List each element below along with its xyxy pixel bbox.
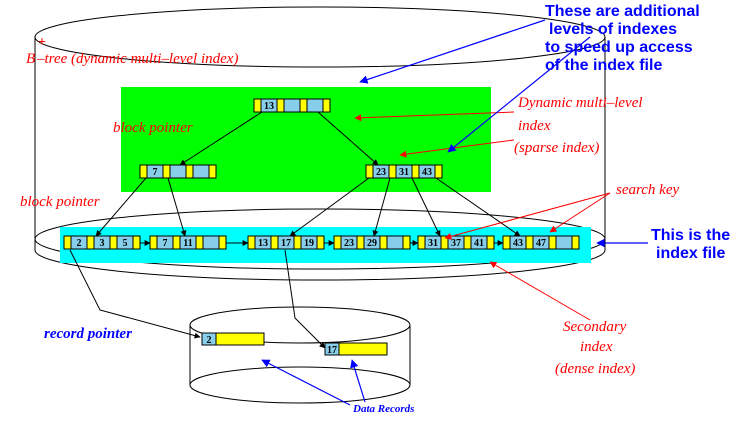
leaf-node-key: 2 bbox=[77, 238, 82, 249]
leaf-node-pointer bbox=[63, 235, 72, 250]
leaf-node-pointer bbox=[525, 235, 534, 250]
title-plus: + bbox=[38, 35, 46, 50]
additional-levels-line1: These are additional bbox=[545, 3, 700, 20]
secondary-label-line1: Secondary bbox=[563, 319, 627, 335]
tree-edges bbox=[69, 111, 521, 349]
record-pointer-label: record pointer bbox=[44, 326, 132, 342]
block-pointer-label-1: block pointer bbox=[113, 120, 193, 136]
level2-left-node-pointer bbox=[139, 164, 148, 179]
level2-right-node-pointer bbox=[411, 164, 420, 179]
record-data-cell bbox=[338, 342, 388, 356]
data-records: 2 17 bbox=[201, 332, 388, 356]
level2-left-node-pointer bbox=[185, 164, 194, 179]
leaf-node-pointer bbox=[109, 235, 118, 250]
leaf-node-pointer bbox=[486, 235, 495, 250]
block-pointer-label-2: block pointer bbox=[20, 194, 100, 210]
dynamic-label-line3: (sparse index) bbox=[514, 140, 599, 156]
leaf-node-pointer bbox=[417, 235, 426, 250]
leaf-node-pointer bbox=[316, 235, 325, 250]
additional-levels-line3: to speed up access bbox=[545, 39, 693, 56]
leaf-node-pointer bbox=[218, 235, 227, 250]
level2-right-node-key: 23 bbox=[376, 167, 386, 178]
record-key: 2 bbox=[207, 335, 212, 346]
level2-left-node-pointer bbox=[162, 164, 171, 179]
root-node-pointer bbox=[322, 98, 331, 113]
leaf-node-key: 3 bbox=[100, 238, 105, 249]
leaf-node-key: 17 bbox=[281, 238, 291, 249]
leaf-node-pointer bbox=[463, 235, 472, 250]
root-node-key-cell bbox=[306, 98, 324, 113]
leaf-node-key-cell bbox=[386, 235, 404, 250]
level2-right-node-pointer bbox=[388, 164, 397, 179]
leaf-node-pointer bbox=[270, 235, 279, 250]
record-key: 17 bbox=[327, 345, 337, 356]
record-data-cell bbox=[215, 332, 265, 346]
search-key-label: search key bbox=[616, 182, 679, 198]
level2-left-node-key-cell bbox=[169, 164, 187, 179]
level2-right-node-pointer bbox=[434, 164, 443, 179]
leaf-node-pointer bbox=[132, 235, 141, 250]
data-records-cylinder bbox=[189, 306, 411, 404]
level2-right-node-key: 31 bbox=[399, 167, 409, 178]
leaf-node-pointer bbox=[195, 235, 204, 250]
leaf-node-key-cell bbox=[555, 235, 573, 250]
dynamic-label-line2: index bbox=[518, 118, 551, 134]
dynamic-label-line1: Dynamic multi–level bbox=[517, 95, 643, 111]
leaf-node-pointer bbox=[502, 235, 511, 250]
leaf-node-key: 37 bbox=[451, 238, 461, 249]
leaf-node-key: 23 bbox=[344, 238, 354, 249]
leaf-node-key: 13 bbox=[258, 238, 268, 249]
root-node-key: 13 bbox=[264, 101, 274, 112]
leaf-node-pointer bbox=[293, 235, 302, 250]
leaf-node-pointer bbox=[172, 235, 181, 250]
leaf-node-key: 7 bbox=[163, 238, 168, 249]
level2-right-node-pointer bbox=[365, 164, 374, 179]
leaf-node-pointer bbox=[402, 235, 411, 250]
additional-levels-line2: levels of indexes bbox=[549, 21, 677, 38]
leaf-node-key: 43 bbox=[513, 238, 523, 249]
leaf-node-pointer bbox=[149, 235, 158, 250]
leaf-node-key: 47 bbox=[536, 238, 546, 249]
root-node-pointer bbox=[276, 98, 285, 113]
leaf-node-pointer bbox=[379, 235, 388, 250]
level2-left-node-key-cell bbox=[192, 164, 210, 179]
level2-left-node-pointer bbox=[208, 164, 217, 179]
leaf-node-pointer bbox=[571, 235, 580, 250]
leaf-node-pointer bbox=[356, 235, 365, 250]
leaf-node-key: 31 bbox=[428, 238, 438, 249]
leaf-node-key-cell bbox=[202, 235, 220, 250]
index-file-cylinder bbox=[34, 6, 606, 281]
index-file-label-line1: This is the bbox=[651, 227, 730, 244]
leaf-node-key: 29 bbox=[367, 238, 377, 249]
root-node-pointer bbox=[299, 98, 308, 113]
title-text: –tree (dynamic multi–level index) bbox=[36, 51, 238, 67]
leaf-node-pointer bbox=[247, 235, 256, 250]
leaf-node-pointer bbox=[333, 235, 342, 250]
root-node: 13 bbox=[253, 98, 331, 113]
level2-left-node-key: 7 bbox=[153, 167, 158, 178]
level2-left-node: 7 bbox=[139, 164, 217, 179]
leaf-node-key: 5 bbox=[123, 238, 128, 249]
leaf-node-pointer bbox=[86, 235, 95, 250]
level2-right-node: 23 31 43 bbox=[365, 164, 443, 179]
leaf-node-pointer bbox=[548, 235, 557, 250]
leaf-level-ellipse bbox=[34, 208, 606, 270]
root-node-key-cell bbox=[283, 98, 301, 113]
leaf-node-key: 19 bbox=[304, 238, 314, 249]
leaf-node-key: 11 bbox=[183, 238, 192, 249]
root-node-pointer bbox=[253, 98, 262, 113]
data-records-label: Data Records bbox=[352, 403, 414, 415]
secondary-label-line2: index bbox=[580, 339, 613, 355]
title-b: B bbox=[26, 51, 35, 67]
secondary-label-line3: (dense index) bbox=[555, 361, 635, 377]
level2-right-node-key: 43 bbox=[422, 167, 432, 178]
additional-levels-line4: of the index file bbox=[545, 57, 662, 74]
leaf-node-key: 41 bbox=[474, 238, 484, 249]
index-file-label-line2: index file bbox=[656, 245, 725, 262]
